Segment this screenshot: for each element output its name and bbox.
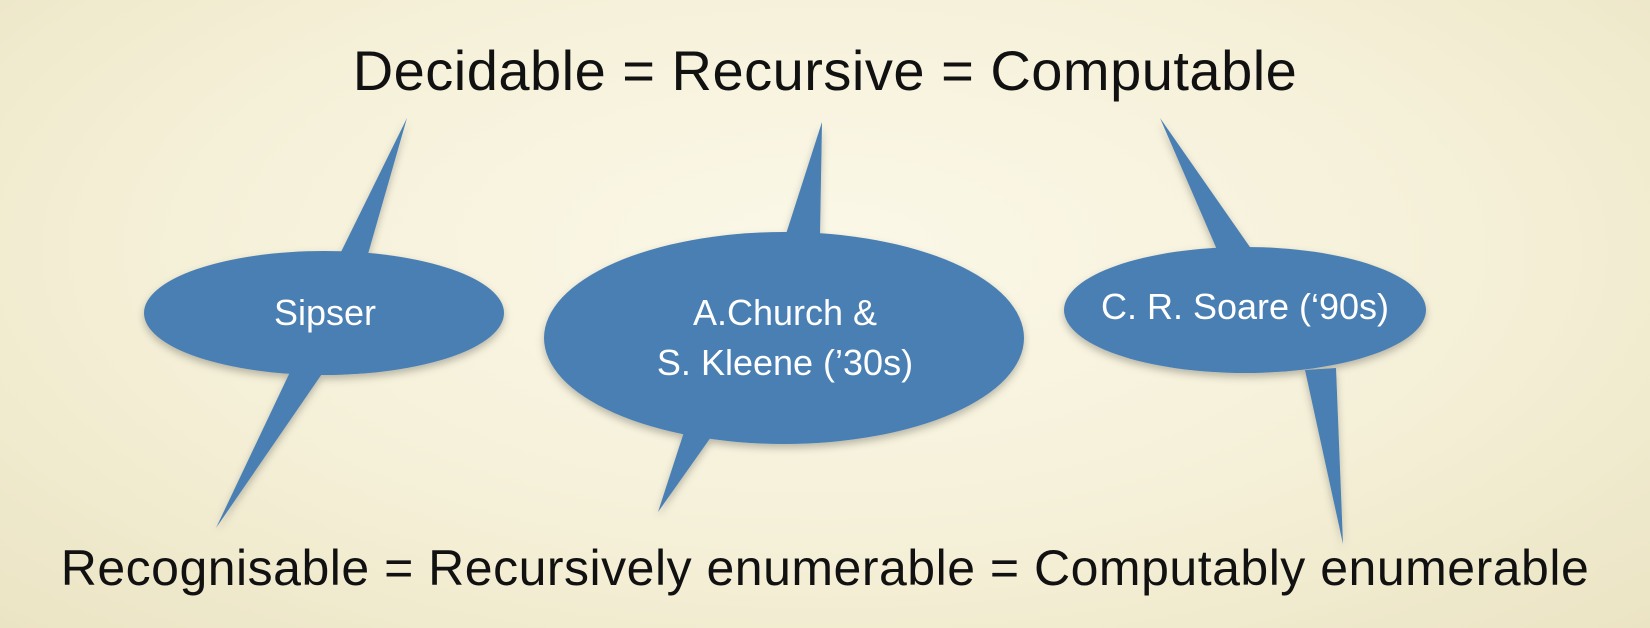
sipser-bubble bbox=[144, 118, 504, 528]
church-kleene-label: A.Church & S. Kleene (’30s) bbox=[545, 288, 1025, 388]
sipser-lower-pointer bbox=[216, 368, 326, 528]
sipser-label-line: Sipser bbox=[273, 292, 377, 333]
church-kleene-label-line-1: A.Church & bbox=[692, 292, 878, 333]
soare-bubble bbox=[1064, 118, 1426, 544]
soare-label: C. R. Soare (‘90s) bbox=[1065, 282, 1425, 332]
church-kleene-ellipse bbox=[544, 232, 1024, 444]
church-kleene-lower-pointer bbox=[658, 430, 716, 512]
sipser-upper-pointer bbox=[340, 118, 407, 254]
soare-ellipse bbox=[1064, 247, 1426, 373]
church-kleene-label-line-2: S. Kleene (’30s) bbox=[656, 342, 914, 383]
soare-lower-pointer bbox=[1305, 368, 1343, 544]
soare-upper-pointer bbox=[1160, 118, 1252, 252]
sipser-ellipse bbox=[144, 251, 504, 375]
church-kleene-upper-pointer bbox=[786, 122, 822, 234]
church-kleene-bubble bbox=[544, 122, 1024, 512]
soare-label-line: C. R. Soare (‘90s) bbox=[1100, 286, 1390, 327]
recognisable-heading: Recognisable = Recursively enumerable = … bbox=[60, 540, 1590, 596]
decidable-heading: Decidable = Recursive = Computable bbox=[352, 39, 1298, 102]
sipser-label: Sipser bbox=[145, 288, 505, 338]
